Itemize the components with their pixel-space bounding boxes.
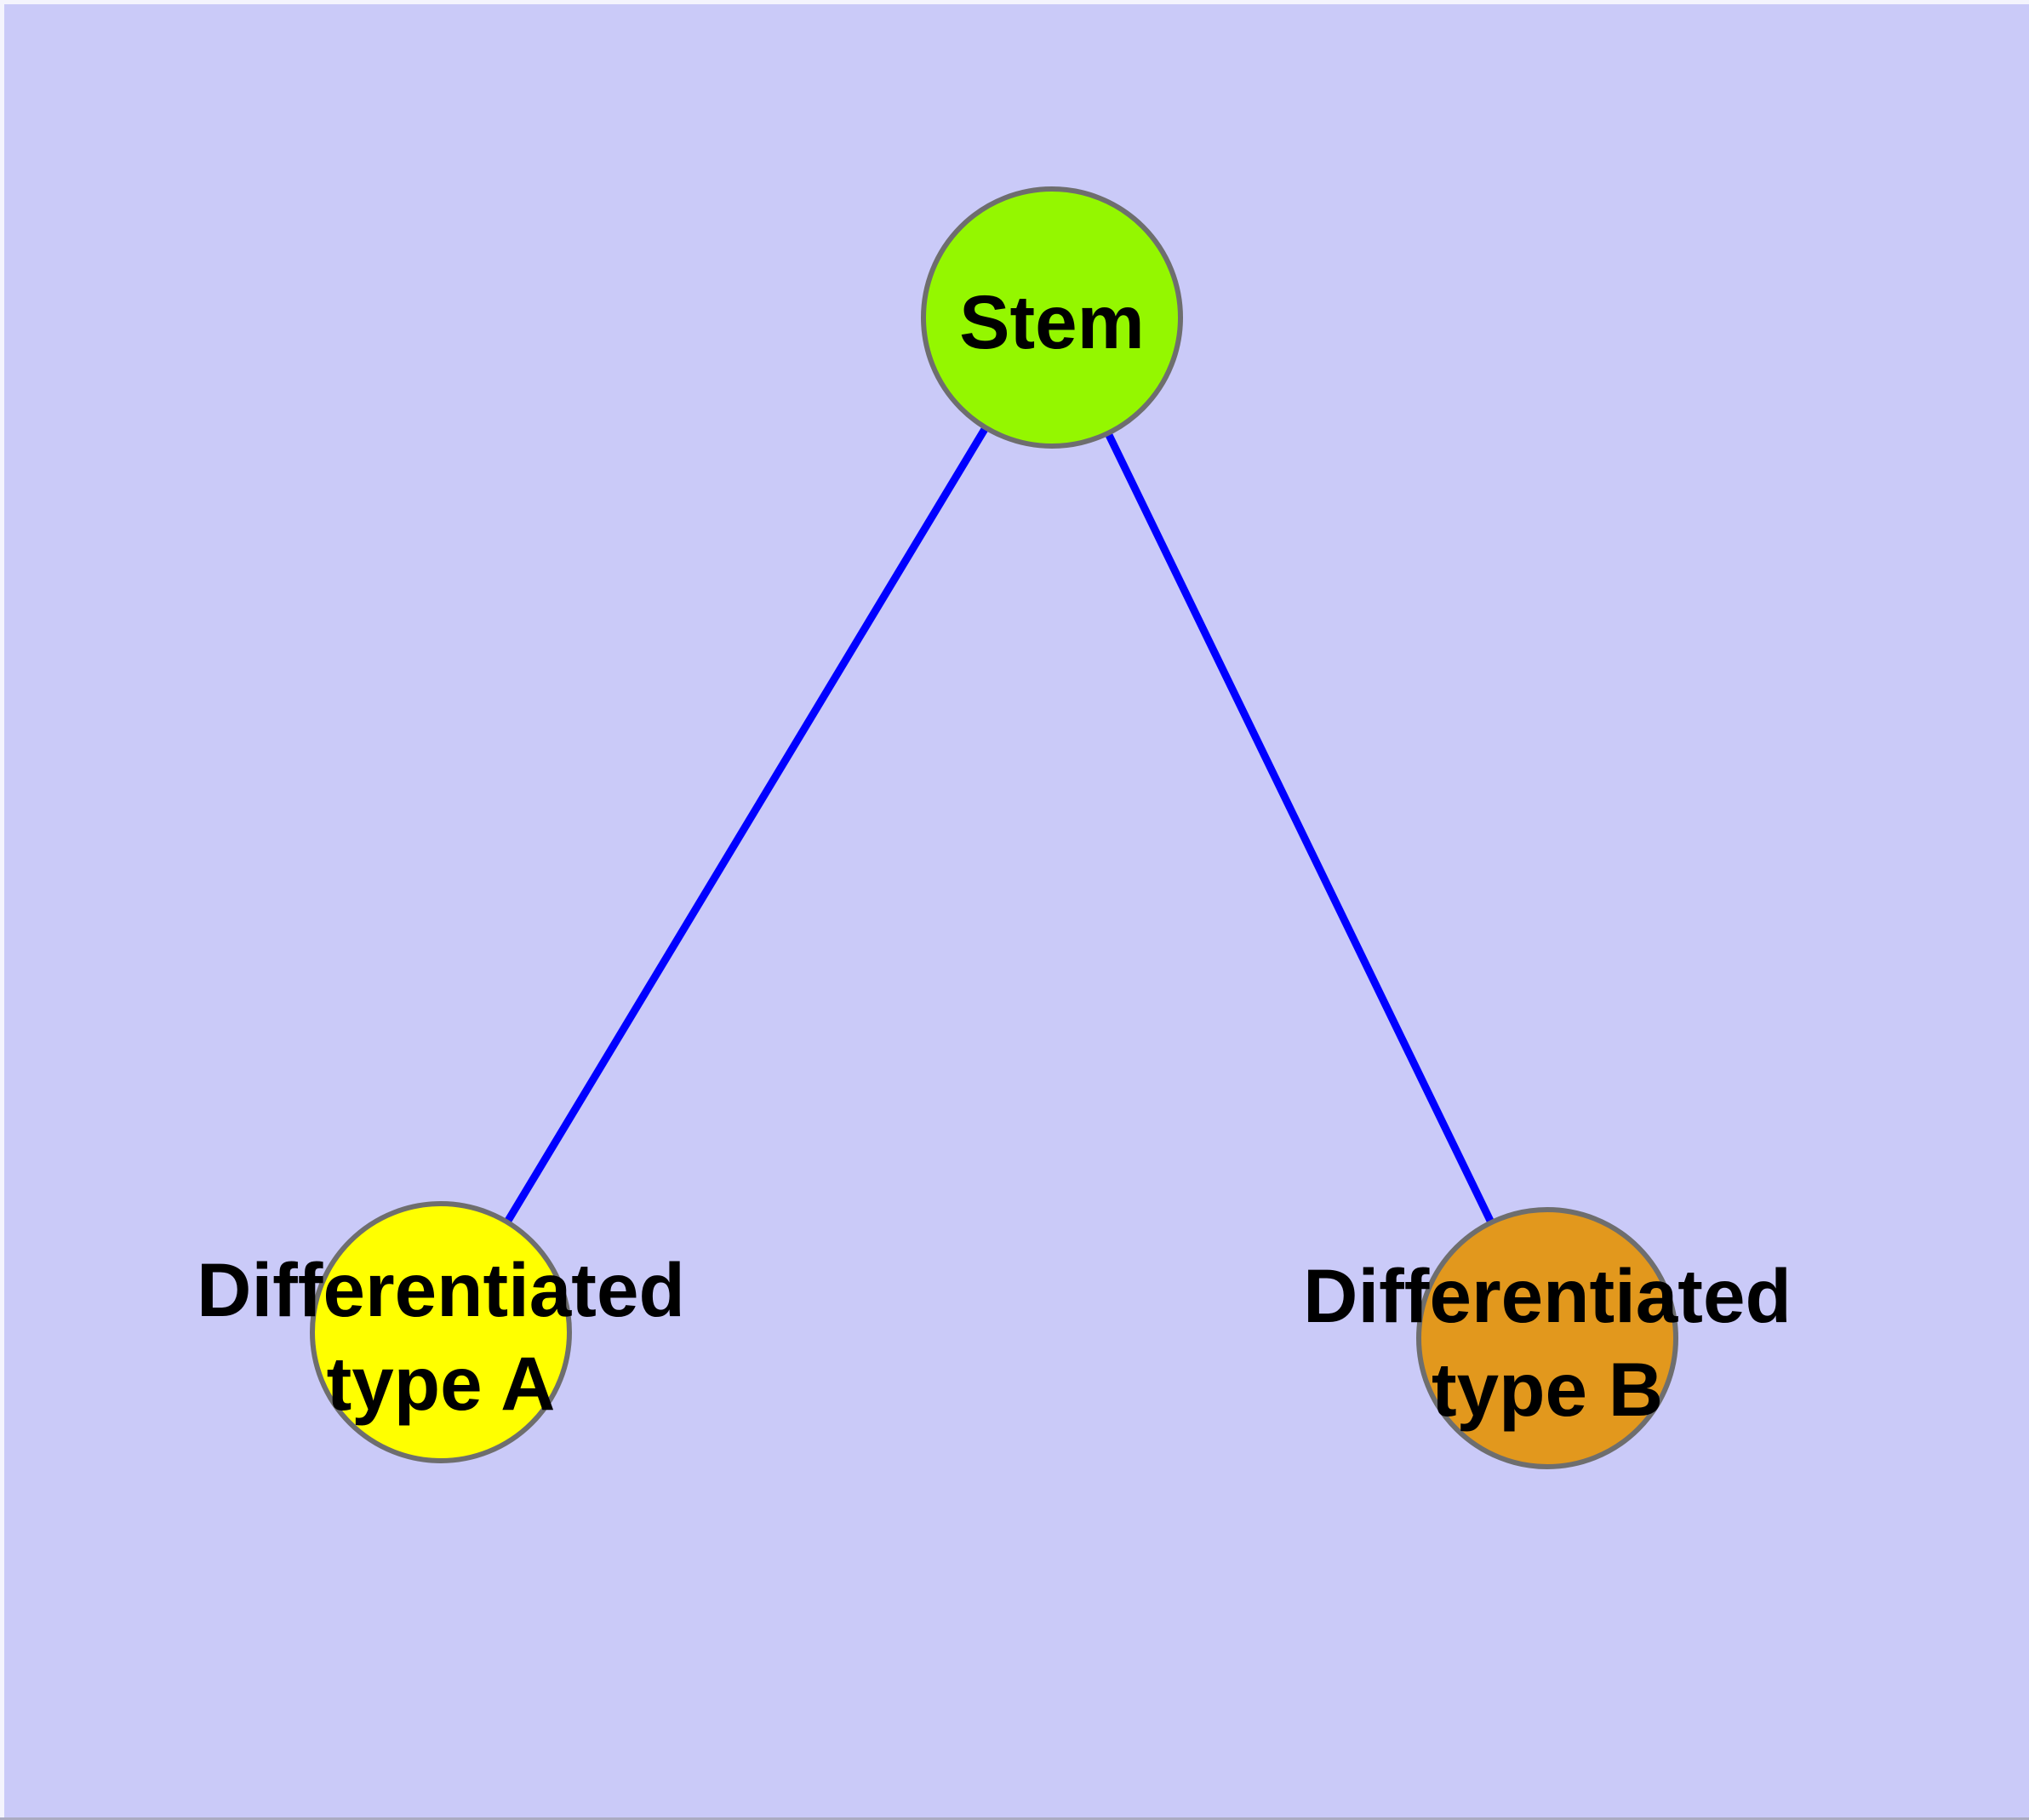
node-stem xyxy=(921,186,1183,449)
edges-layer xyxy=(437,315,1552,1340)
window-edge-left xyxy=(0,0,4,1820)
edge-stem-to-differentiated-type-b xyxy=(1048,316,1552,1340)
window-edge-bottom xyxy=(0,1817,2029,1820)
edge-stem-to-differentiated-type-a xyxy=(437,315,1055,1335)
node-differentiated-type-b xyxy=(1416,1207,1678,1469)
node-label-stem: Stem xyxy=(959,279,1145,364)
window-edge-top xyxy=(0,0,2029,4)
node-differentiated-type-a xyxy=(310,1201,572,1463)
nodes-layer xyxy=(310,186,1678,1469)
